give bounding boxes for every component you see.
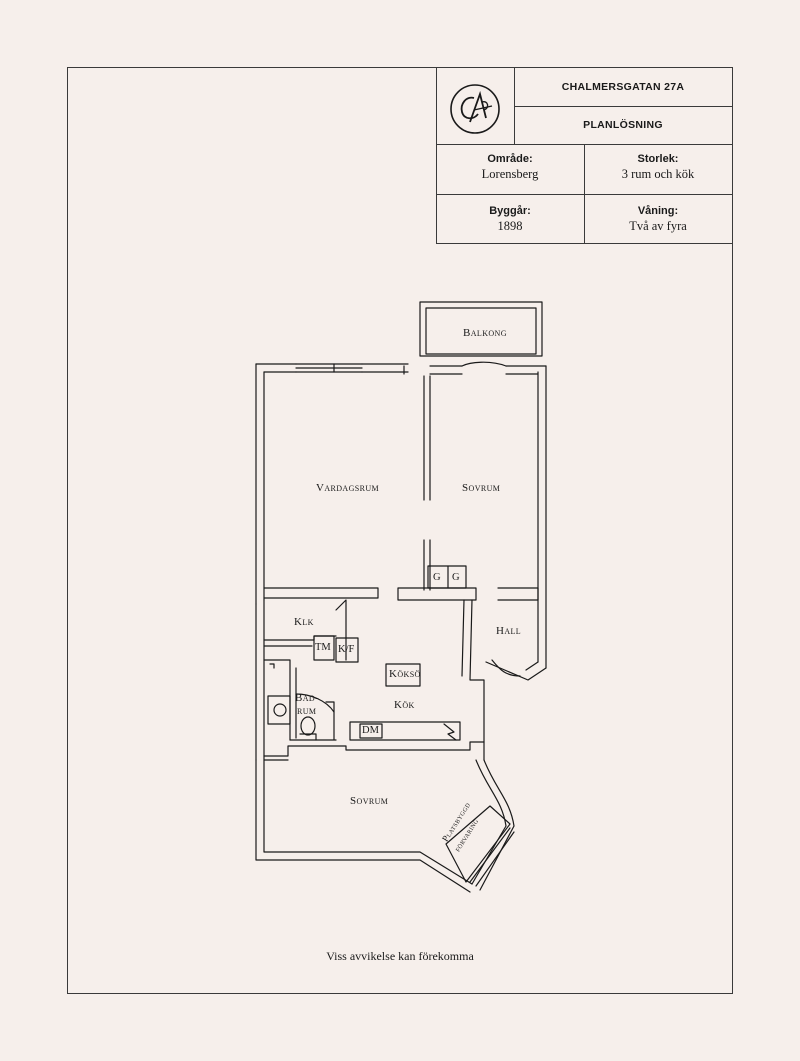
room-bathroom-label-2: rum [297, 705, 317, 717]
fixture-g2-label: G [452, 572, 460, 583]
address-title: CHALMERSGATAN 27A [561, 81, 685, 93]
floor-label: Våning: [637, 205, 679, 217]
floor-value: Två av fyra [629, 219, 687, 233]
tb-divider [514, 106, 732, 107]
built-value: 1898 [497, 219, 523, 233]
room-living-label: Vardagsrum [316, 482, 380, 494]
page-frame [67, 67, 733, 994]
size-value: 3 rum och kök [621, 167, 695, 181]
disclaimer-text: Viss avvikelse kan förekomma [326, 949, 474, 963]
kitchen-island-label: Köksö [389, 668, 421, 680]
balcony-outline [419, 301, 543, 357]
left-outer-wall [255, 363, 265, 605]
room-balcony-label: Balkong [463, 327, 507, 339]
tb-divider [584, 144, 585, 244]
room-closet-label: Klk [294, 616, 314, 628]
right-outer-wall [537, 365, 547, 669]
room-kitchen-label: Kök [394, 699, 415, 711]
size-label: Storlek: [637, 153, 679, 165]
fixture-g1-label: G [433, 572, 441, 583]
room-bedroom-bottom-label: Sovrum [350, 795, 389, 807]
area-label: Område: [487, 153, 533, 165]
logo-monogram-icon [450, 84, 500, 134]
room-bedroom-top-label: Sovrum [462, 482, 501, 494]
area-value: Lorensberg [481, 167, 539, 181]
builtin-storage-outline [445, 805, 511, 883]
built-label: Byggår: [489, 205, 531, 217]
plan-subtitle: PLANLÖSNING [583, 119, 663, 131]
fixture-dm-label: DM [362, 725, 379, 736]
room-hall-label: Hall [496, 625, 522, 637]
fixture-tm-label: TM [315, 642, 331, 653]
fixture-kf-label: K/F [338, 644, 355, 655]
room-bathroom-label-1: Bad- [295, 692, 320, 704]
